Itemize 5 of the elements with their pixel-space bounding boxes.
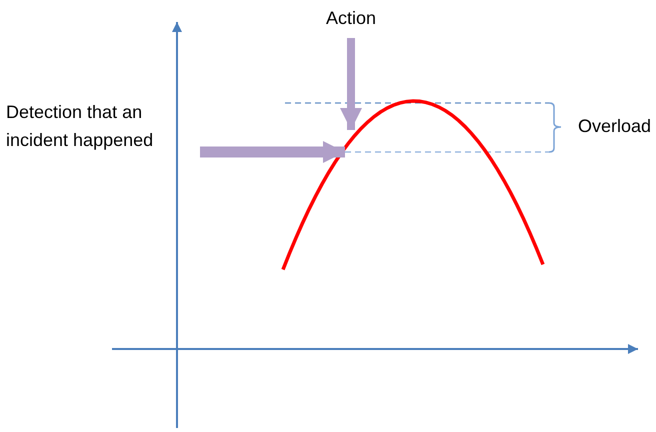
text-label: Detection that an incident happened — [6, 101, 154, 152]
arrow — [340, 38, 362, 130]
arrow — [200, 141, 345, 163]
bracket-label: Overload — [578, 115, 652, 138]
text-label: Action — [326, 7, 376, 30]
